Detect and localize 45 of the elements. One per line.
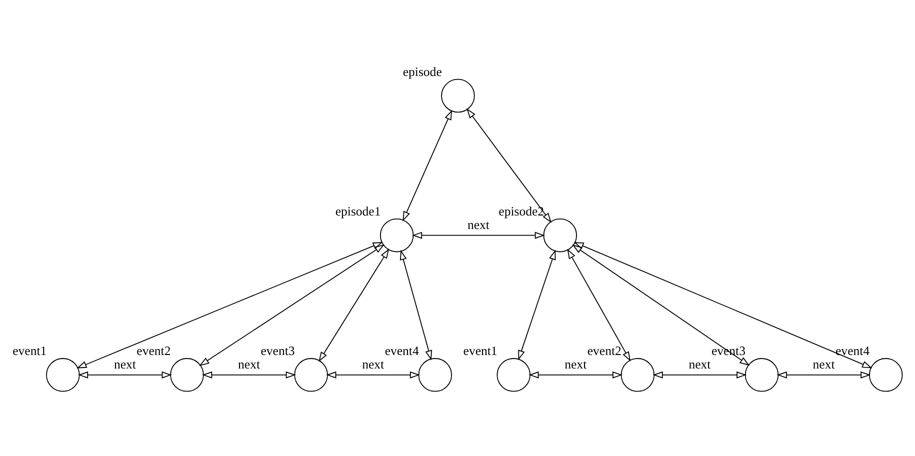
arrow (78, 370, 172, 378)
node-circle (620, 358, 655, 392)
node-label: event4 (836, 344, 870, 358)
edge-label: next (362, 357, 384, 372)
arrow (318, 248, 390, 362)
arrow (567, 248, 631, 362)
node-circle (380, 218, 414, 252)
arrow (528, 370, 623, 378)
node-circle (744, 358, 779, 392)
node-label: event3 (260, 344, 295, 358)
node-circle (496, 358, 530, 392)
arrow (466, 108, 552, 222)
node-circle (543, 218, 578, 252)
arrow (199, 244, 385, 366)
node-circle (294, 358, 328, 392)
node-circle (441, 78, 475, 112)
edge-label: next (467, 218, 490, 232)
edge-label: next (114, 357, 136, 372)
node-circle (46, 358, 80, 392)
node-label: episode1 (335, 204, 381, 218)
arrow (776, 370, 871, 378)
node-label: event2 (587, 344, 622, 358)
arrow (76, 242, 383, 368)
edge-label: next (564, 357, 587, 372)
node-circle (868, 358, 903, 392)
arrow (412, 231, 545, 238)
edge-label: next (238, 357, 260, 372)
node-label: event2 (136, 344, 171, 358)
node-label: episode2 (498, 204, 544, 218)
arrow (652, 370, 747, 378)
arrow (572, 244, 750, 366)
node-label: event4 (384, 344, 419, 358)
arrow (574, 242, 872, 368)
node-label: episode (402, 64, 442, 78)
arrow (202, 370, 296, 378)
arrow (518, 249, 556, 360)
node-label: event1 (463, 344, 498, 358)
node-circle (418, 358, 452, 392)
arrow (326, 370, 420, 378)
node-label: event1 (12, 344, 47, 358)
edge-label: next (688, 357, 711, 372)
node-circle (170, 358, 204, 392)
edge-label: next (812, 357, 835, 372)
arrow (400, 249, 432, 360)
arrow (402, 109, 452, 221)
